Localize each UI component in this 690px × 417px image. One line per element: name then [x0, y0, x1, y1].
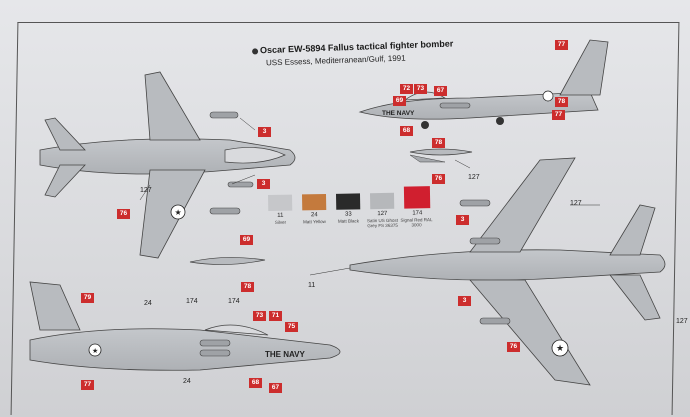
paint-code: 174	[412, 210, 423, 217]
aircraft-plan-top: ★	[39, 71, 296, 259]
callout-box: 68	[400, 126, 413, 136]
svg-text:★: ★	[92, 347, 98, 355]
paint-code: 24	[310, 212, 318, 219]
callout-box: 72	[400, 84, 413, 94]
svg-text:★: ★	[556, 343, 564, 353]
paint-ref: 11	[308, 282, 316, 289]
paint-code: 33	[344, 211, 352, 218]
swatch-ghost-grey	[369, 192, 395, 210]
callout-box: 78	[241, 282, 254, 292]
paint-ref: 24	[183, 378, 191, 385]
callout-box: 68	[249, 378, 262, 388]
callout-box: 79	[81, 293, 94, 303]
swatch-silver	[268, 194, 293, 211]
swatch-black	[335, 193, 361, 210]
paint-code: 11	[277, 212, 284, 219]
aircraft-side-top	[358, 39, 609, 129]
aircraft-side-bottom: ★	[29, 281, 341, 371]
paint-code: 127	[377, 210, 388, 218]
swatch-signal-red	[403, 186, 431, 209]
paint-name: Matt Yellow	[303, 218, 326, 225]
callout-box: 77	[555, 40, 568, 50]
paint-ref: 174	[186, 298, 198, 305]
callout-box: 69	[393, 96, 406, 106]
paint-ref: 24	[144, 300, 152, 307]
swatch-yellow	[301, 193, 327, 211]
paint-ref: 127	[676, 318, 688, 325]
callout-box: 67	[269, 383, 282, 393]
paint-ref: 127	[468, 174, 480, 181]
callout-box: 3	[458, 296, 471, 306]
navy-label-bottom: THE NAVY	[265, 350, 305, 359]
aircraft-plan-bottom: ★	[349, 157, 666, 386]
paint-name: Satin US Ghost Grey FS 36375	[366, 217, 399, 229]
paint-name: Matt Black	[337, 218, 360, 224]
callout-box: 69	[240, 235, 253, 245]
callout-box: 77	[81, 380, 94, 390]
paint-ref: 127	[570, 200, 582, 207]
leader-lines	[139, 117, 600, 276]
paint-ref: 127	[140, 187, 152, 194]
callout-box: 3	[456, 215, 469, 225]
callout-box: 73	[253, 311, 266, 321]
pod-mid	[189, 257, 266, 265]
callout-box: 73	[414, 84, 427, 94]
svg-text:★: ★	[175, 208, 182, 217]
navy-label-top: THE NAVY	[382, 110, 415, 117]
drop-tank-top	[409, 148, 473, 163]
callout-box: 76	[507, 342, 520, 352]
paint-name: Silver	[274, 219, 287, 225]
paint-name: Signal Red RAL 3000	[400, 217, 433, 228]
callout-box: 3	[258, 127, 271, 137]
callout-box: 76	[117, 209, 130, 219]
callout-box: 3	[257, 179, 270, 189]
callout-box: 71	[269, 311, 282, 321]
callout-box: 77	[552, 110, 565, 120]
callout-box: 78	[555, 97, 568, 107]
callout-box: 75	[285, 322, 298, 332]
callout-box: 76	[432, 174, 445, 184]
callout-box: 78	[432, 138, 445, 148]
callout-box: 67	[434, 86, 447, 96]
paint-ref: 174	[228, 298, 240, 305]
